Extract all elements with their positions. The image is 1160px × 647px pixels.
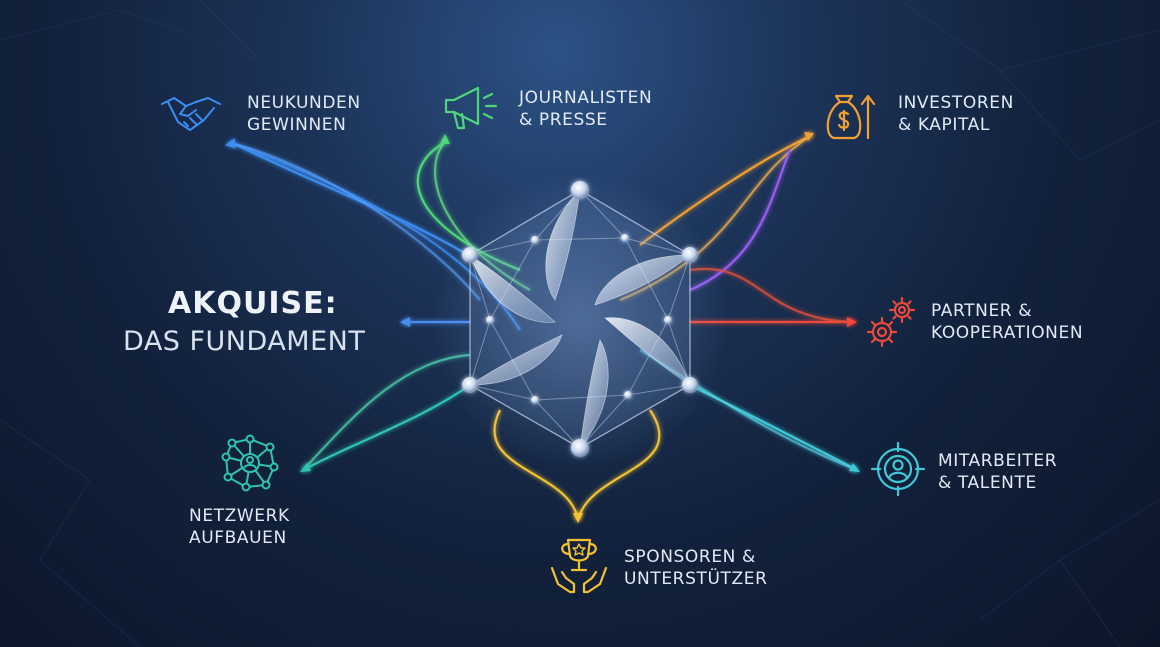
node-investoren-line2: & KAPITAL: [898, 115, 990, 135]
node-neukunden-line1: NEUKUNDEN: [247, 93, 361, 113]
handshake-icon: [161, 97, 221, 131]
node-netzwerk: NETZWERK AUFBAUEN: [189, 505, 290, 549]
node-sponsoren: SPONSOREN & UNTERSTÜTZER: [624, 546, 768, 590]
arrow-netzwerk: [300, 463, 311, 472]
arrow-presse: [440, 134, 450, 144]
node-presse-line2: & PRESSE: [519, 110, 608, 130]
node-presse-line1: JOURNALISTEN: [519, 88, 653, 108]
money-bag-icon: [826, 94, 876, 140]
node-neukunden-line2: GEWINNEN: [247, 115, 347, 135]
node-mitarbeiter-line1: MITARBEITER: [938, 451, 1058, 471]
node-sponsoren-line1: SPONSOREN &: [624, 547, 756, 567]
megaphone-icon: [444, 86, 498, 130]
node-netzwerk-line2: AUFBAUEN: [189, 528, 287, 548]
gears-icon: [866, 296, 916, 348]
node-investoren-line1: INVESTOREN: [898, 93, 1014, 113]
node-partner: PARTNER & KOOPERATIONEN: [931, 300, 1083, 344]
arrow-title: [400, 317, 410, 327]
arrow-neukunden: [224, 138, 236, 149]
node-investoren: INVESTOREN & KAPITAL: [898, 92, 1014, 136]
central-polyhedron: [430, 170, 730, 470]
line-neukunden: [231, 142, 469, 256]
arrow-sponsoren: [573, 513, 583, 523]
node-netzwerk-line1: NETZWERK: [189, 506, 290, 526]
arrowheads: [224, 132, 860, 523]
node-mitarbeiter-line2: & TALENTE: [938, 473, 1037, 493]
line-netzwerk: [302, 384, 471, 471]
network-icon: [221, 434, 279, 492]
arrow-mitarbeiter: [849, 463, 860, 472]
node-partner-line1: PARTNER &: [931, 301, 1033, 321]
node-neukunden: NEUKUNDEN GEWINNEN: [247, 92, 361, 136]
diagram-subtitle: DAS FUNDAMENT: [123, 326, 366, 357]
node-sponsoren-line2: UNTERSTÜTZER: [624, 569, 768, 589]
target-person-icon: [870, 441, 926, 497]
arrow-investoren: [804, 132, 814, 141]
node-partner-line2: KOOPERATIONEN: [931, 323, 1084, 343]
node-mitarbeiter: MITARBEITER & TALENTE: [938, 450, 1057, 494]
diagram-title: AKQUISE:: [168, 286, 338, 321]
arrow-partner: [847, 317, 857, 327]
trophy-hands-icon: [550, 538, 608, 594]
node-presse: JOURNALISTEN & PRESSE: [519, 87, 652, 131]
